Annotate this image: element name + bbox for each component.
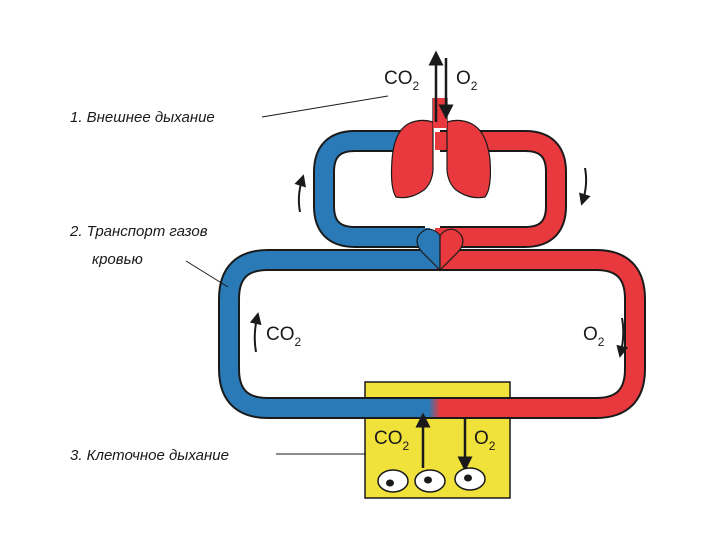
gas-o2-tissue: O2 (474, 428, 496, 453)
tissue-cells (377, 467, 486, 493)
systemic-circulation (218, 249, 646, 419)
label-gas-transport-line2: кровью (92, 251, 143, 268)
flow-arrow-down-systemic (616, 317, 629, 358)
leader-line-transport (185, 260, 229, 288)
cell-icon (454, 467, 486, 491)
label-external-respiration: 1. Внешнее дыхание (70, 109, 215, 126)
venous-vessel-systemic (220, 251, 440, 417)
heart-icon (416, 228, 464, 272)
arterial-vessel-systemic (430, 251, 644, 417)
pulmonary-circulation (313, 130, 567, 248)
venous-vessel-pulmonary (315, 132, 430, 246)
gas-co2-tissue: CO2 (374, 428, 410, 453)
gas-o2-right: O2 (583, 324, 605, 349)
label-cellular-respiration: 3. Клеточное дыхание (70, 447, 229, 464)
gas-co2-top: CO2 (384, 68, 420, 93)
lungs-icon (390, 98, 492, 199)
cell-icon (414, 469, 446, 493)
cell-icon (377, 469, 409, 493)
flow-arrow-up-pulmonary (294, 174, 306, 213)
arterial-vessel-pulmonary (435, 132, 565, 246)
gas-co2-left: CO2 (266, 324, 302, 349)
flow-arrow-down-pulmonary (579, 167, 591, 206)
gas-o2-top: O2 (456, 68, 478, 93)
flow-arrow-up-systemic (249, 312, 262, 353)
leader-line-external (261, 95, 389, 118)
label-gas-transport-line1: 2. Транспорт газов (69, 223, 208, 240)
